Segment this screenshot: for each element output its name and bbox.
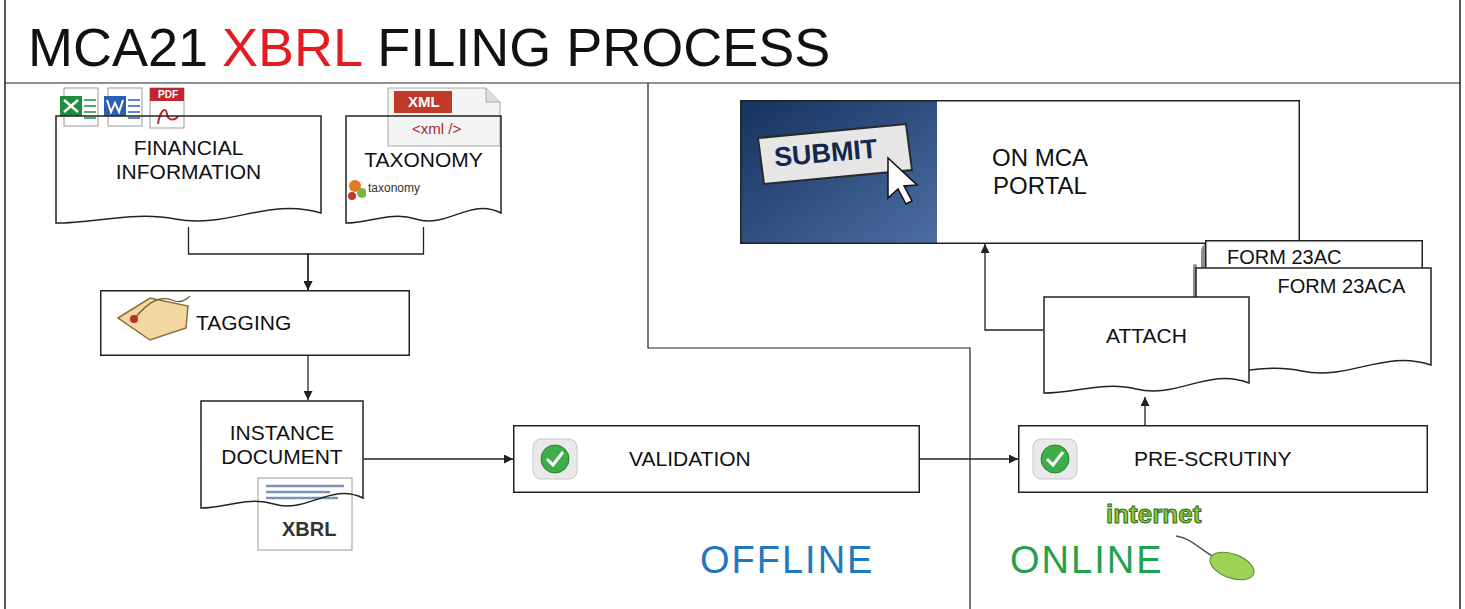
- title-text: MCA21: [28, 20, 208, 74]
- flow-arrow: [1144, 397, 1145, 425]
- logo-text: internet: [1106, 500, 1201, 529]
- title-text: XBRL: [222, 20, 363, 74]
- flow-arrow: [985, 244, 1043, 330]
- flow-arrow: [308, 227, 424, 290]
- document-outline: [201, 401, 363, 508]
- icon-text: <xml />: [410, 121, 463, 138]
- flow-arrow: [364, 458, 513, 459]
- document-outline: [1044, 297, 1249, 393]
- title-row: MCA21 XBRL FILING PROCESS: [28, 20, 830, 74]
- process-box: TAGGING: [100, 290, 410, 356]
- word-icon: [104, 88, 142, 126]
- check-icon: [1033, 439, 1077, 479]
- page-frame: [5, 0, 1460, 609]
- box-outline: [1019, 426, 1428, 493]
- document-box: ATTACH: [1043, 296, 1250, 397]
- document-box: INSTANCE DOCUMENT: [200, 400, 364, 512]
- process-box: PRE-SCRUTINY: [1018, 425, 1428, 493]
- node-text: PRE-SCRUTINY: [1134, 447, 1292, 471]
- logo-text: taxonomy: [366, 182, 422, 195]
- document-outline: [56, 116, 321, 223]
- xml-file-icon: [388, 88, 500, 146]
- document-box: FINANCIAL INFORMATION: [55, 115, 322, 227]
- node-text: TAXONOMY: [364, 148, 483, 172]
- mouse-icon: [1176, 536, 1258, 585]
- box-outline: [101, 291, 410, 356]
- node-text: VALIDATION: [629, 447, 751, 471]
- node-text: FORM 23AC: [1227, 246, 1341, 269]
- node-text: FORM 23ACA: [1278, 275, 1406, 298]
- taxonomy-logo: [348, 180, 367, 200]
- check-icon: [533, 439, 577, 479]
- title-text: FILING PROCESS: [377, 20, 830, 74]
- icon-text: PDF: [156, 89, 180, 100]
- tag-icon: [118, 296, 190, 340]
- portal-box: ON MCA PORTAL: [740, 100, 1300, 244]
- node-text: FINANCIAL INFORMATION: [67, 136, 310, 184]
- submit-image: [741, 101, 937, 243]
- divider-line: [648, 83, 970, 609]
- box-outline: [741, 101, 1300, 244]
- node-text: TAGGING: [196, 311, 291, 335]
- icon-text: XBRL: [280, 518, 338, 540]
- icon-text: XML: [406, 94, 442, 111]
- region-label: OFFLINE: [700, 540, 874, 582]
- flow-arrow: [920, 458, 1018, 459]
- node-text: ON MCA PORTAL: [955, 144, 1125, 199]
- region-label: ONLINE: [1010, 540, 1163, 582]
- flow-arrow: [307, 356, 308, 400]
- pdf-icon: [150, 88, 184, 128]
- document-outline: [346, 116, 501, 223]
- node-text: INSTANCE DOCUMENT: [208, 421, 356, 469]
- flow-arrow: [189, 227, 309, 290]
- excel-icon: [60, 88, 98, 126]
- process-box: VALIDATION: [513, 425, 920, 493]
- node-text: ATTACH: [1106, 324, 1187, 348]
- box-outline: [514, 426, 920, 493]
- xbrl-file-icon: [258, 478, 352, 550]
